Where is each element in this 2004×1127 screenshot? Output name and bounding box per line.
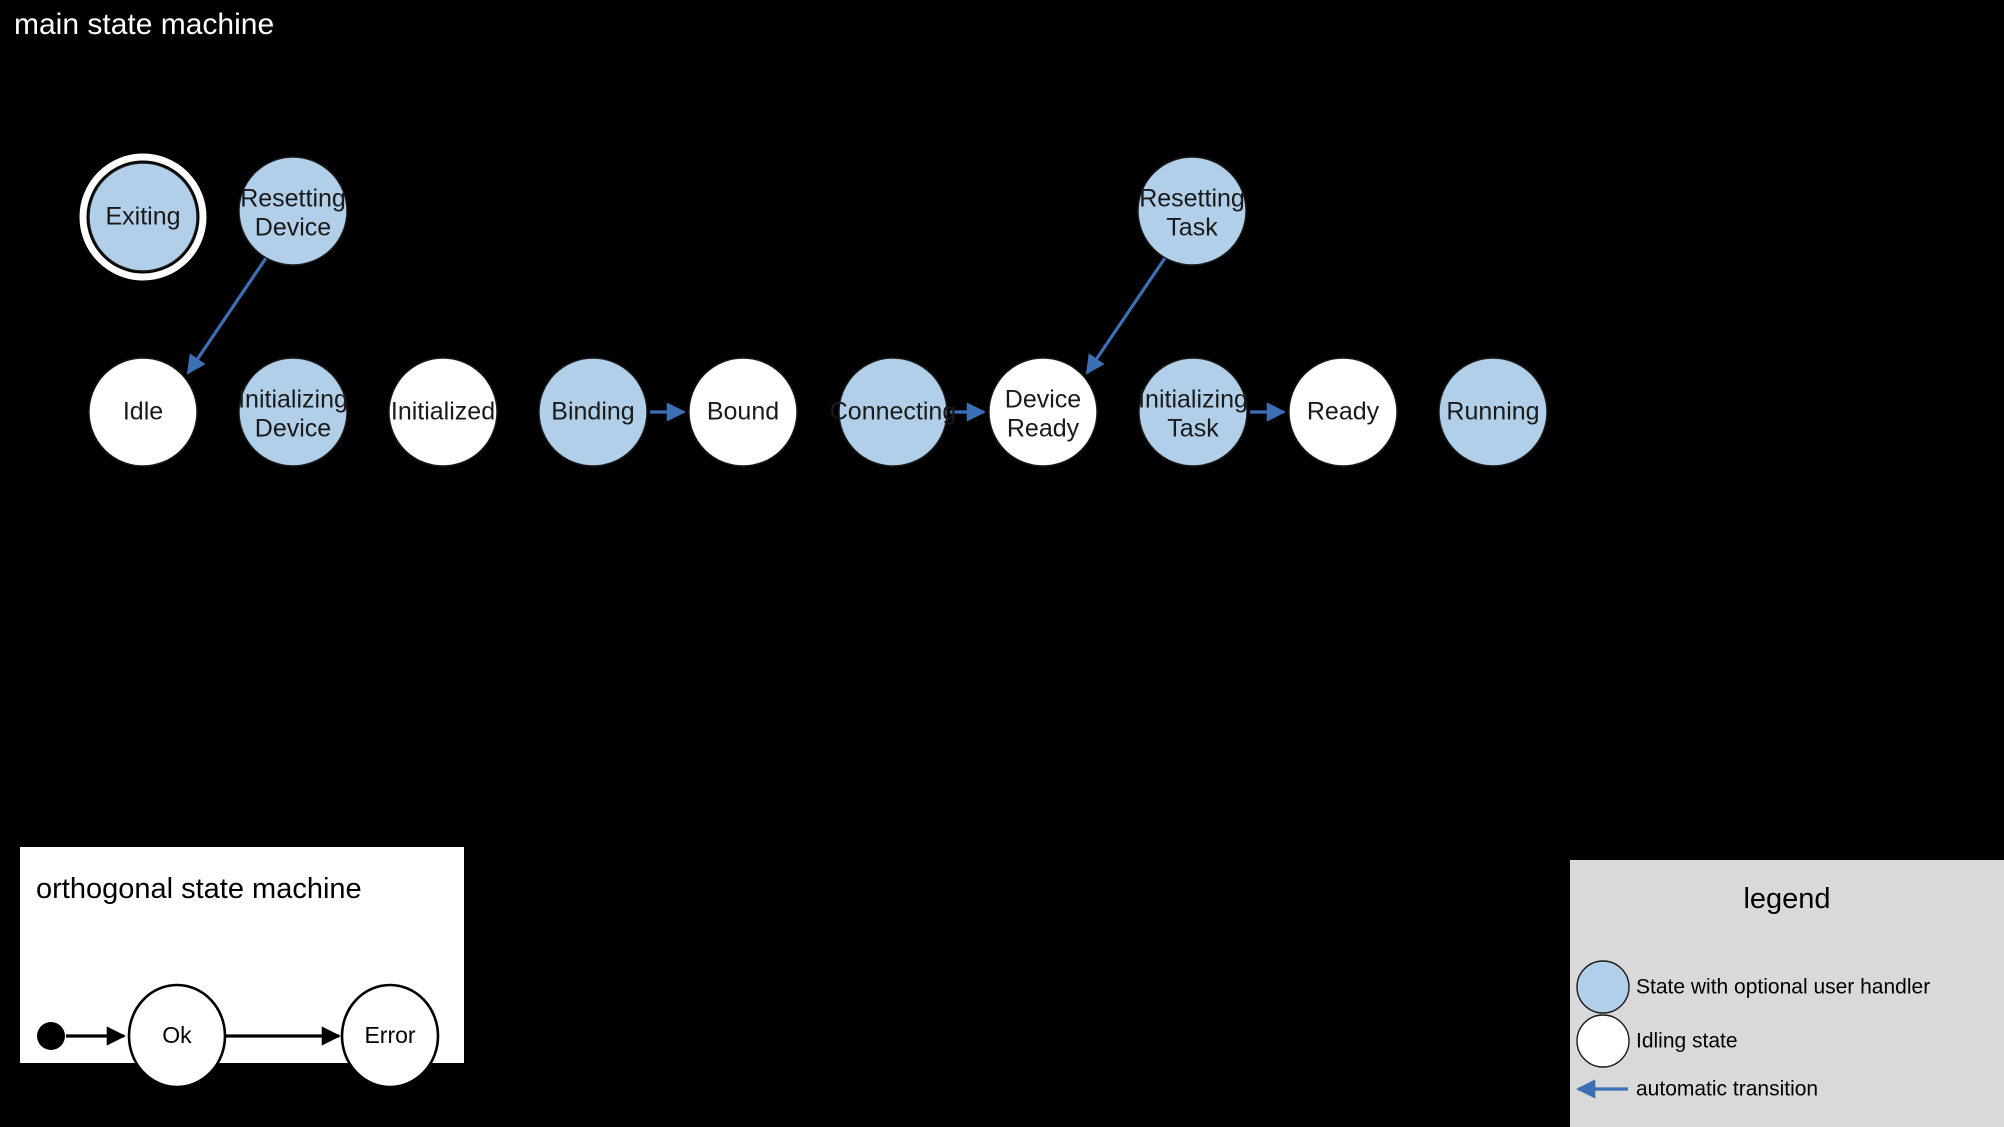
state-label: Exiting (105, 203, 180, 231)
legend-item-idling-state: Idling state (1576, 1014, 1738, 1068)
legend-handler-state-swatch (1576, 960, 1630, 1014)
legend-title: legend (1743, 883, 1830, 915)
legend-panel-background (1570, 860, 2004, 1127)
state-circle (1138, 357, 1248, 467)
ortho-state-error-label: Error (364, 1022, 415, 1048)
legend-item-handler-state: State with optional user handler (1576, 960, 1930, 1014)
state-node-exiting[interactable]: Exiting (79, 153, 207, 281)
legend-idling-state-label: Idling state (1636, 1030, 1738, 1053)
legend-item-automatic-transition: automatic transition (1576, 1078, 1818, 1101)
transition-ok-to-error-label: Error Found (211, 1065, 355, 1095)
ortho-state-error-circle[interactable] (340, 983, 440, 1089)
state-label: Bound (707, 398, 779, 426)
state-circle (1288, 357, 1398, 467)
transition-resetting-task-to-device-ready[interactable] (1085, 257, 1167, 375)
state-label-line2: Device (255, 415, 331, 443)
legend-panel: legend State with optional user handler … (1570, 860, 2004, 1127)
state-circle (238, 156, 348, 266)
state-label-line2: Task (1166, 214, 1218, 242)
ortho-state-ok-label: Ok (162, 1022, 192, 1048)
state-circle (838, 357, 948, 467)
state-label: Initialized (391, 398, 495, 426)
transition-resetting-device-to-idle[interactable] (186, 257, 268, 375)
state-node-initialized[interactable]: Initialized (388, 357, 498, 467)
state-node-resetting-device[interactable]: Resetting Device (238, 156, 348, 266)
state-node-idle[interactable]: Idle (88, 357, 198, 467)
state-node-ready[interactable]: Ready (1288, 357, 1398, 467)
state-circle (388, 357, 498, 467)
state-label: Running (1446, 398, 1539, 426)
state-label-line1: Device (1005, 386, 1081, 414)
state-label-line2: Task (1167, 415, 1219, 443)
state-label: Idle (123, 398, 163, 426)
state-node-binding[interactable]: Binding (538, 357, 648, 467)
state-circle (1438, 357, 1548, 467)
state-label: Ready (1307, 398, 1380, 426)
state-node-connecting[interactable]: Connecting (830, 357, 956, 467)
state-label: Binding (551, 398, 634, 426)
transitions-layer (186, 257, 1286, 422)
initial-state-node[interactable] (37, 1022, 65, 1050)
state-node-bound[interactable]: Bound (688, 357, 798, 467)
orthogonal-panel-title: orthogonal state machine (36, 873, 362, 905)
state-circle (538, 357, 648, 467)
state-circle (688, 357, 798, 467)
state-node-initializing-task[interactable]: Initializing Task (1138, 357, 1248, 467)
state-label-line1: Resetting (240, 185, 346, 213)
state-label: Connecting (830, 398, 956, 426)
state-node-running[interactable]: Running (1438, 357, 1548, 467)
state-circle (238, 357, 348, 467)
state-label-line1: Resetting (1139, 185, 1245, 213)
state-label-line2: Device (255, 214, 331, 242)
state-circle (1137, 156, 1247, 266)
state-circle (88, 357, 198, 467)
legend-handler-state-label: State with optional user handler (1636, 976, 1930, 999)
state-label-line1: Initializing (1138, 386, 1248, 414)
orthogonal-state-machine-panel: orthogonal state machine Ok Error Found … (20, 847, 464, 1095)
state-label-line1: Initializing (238, 386, 348, 414)
legend-auto-transition-label: automatic transition (1636, 1078, 1818, 1101)
state-node-initializing-device[interactable]: Initializing Device (238, 357, 348, 467)
state-node-device-ready[interactable]: Device Ready (988, 357, 1098, 467)
state-circle (88, 162, 198, 272)
final-state-ring (79, 153, 207, 281)
main-title: main state machine (14, 8, 274, 41)
legend-idling-state-swatch (1576, 1014, 1630, 1068)
state-label-line2: Ready (1007, 415, 1080, 443)
state-node-resetting-task[interactable]: Resetting Task (1137, 156, 1247, 266)
state-circle (988, 357, 1098, 467)
ortho-state-ok-circle[interactable] (127, 983, 227, 1089)
